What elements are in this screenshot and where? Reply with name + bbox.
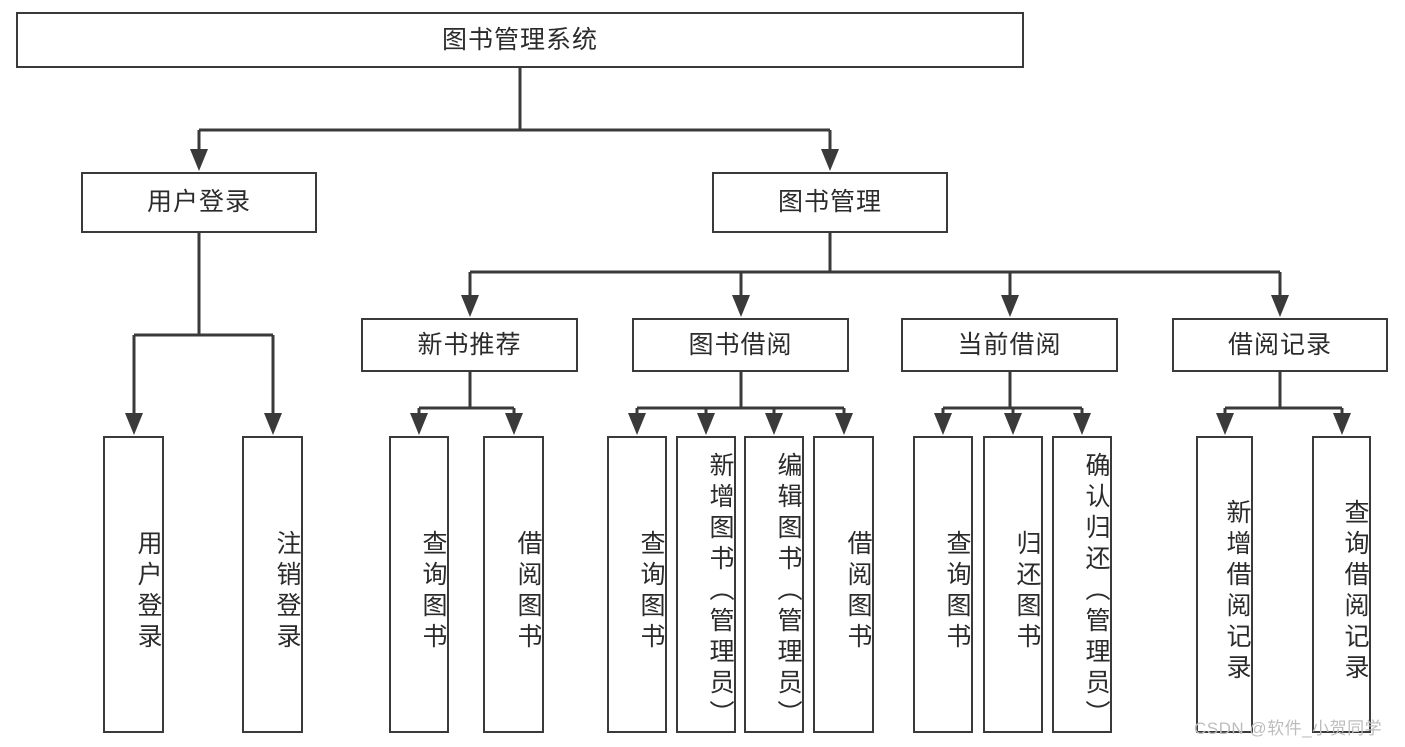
node-newbook[interactable]: 新书推荐 [361,318,578,372]
node-root[interactable]: 图书管理系统 [16,12,1024,68]
node-leaf-re-q[interactable]: 查询借阅记录 [1312,436,1371,733]
node-label: 归还图书 [1013,529,1041,654]
node-label: 编辑图书（管理员） [774,452,802,731]
node-leaf-cu-r[interactable]: 归还图书 [983,436,1043,733]
node-label: 新增图书（管理员） [706,452,734,731]
node-label: 查询图书 [637,529,665,654]
arrowhead-icon [461,295,479,317]
node-bookmgmt[interactable]: 图书管理 [712,172,948,233]
arrowhead-icon [410,413,428,435]
arrowhead-icon [697,413,715,435]
node-label: 当前借阅 [957,330,1062,359]
node-label: 借阅图书 [514,529,542,654]
node-leaf-bo-e[interactable]: 编辑图书（管理员） [744,436,804,733]
node-borrow[interactable]: 图书借阅 [632,318,849,372]
node-label: 借阅记录 [1227,330,1332,359]
node-label: 查询图书 [419,529,447,654]
node-label: 确认归还（管理员） [1082,452,1110,731]
node-label: 注销登录 [273,529,301,654]
arrowhead-icon [125,413,143,435]
arrowhead-icon [264,413,282,435]
node-leaf-nb-b[interactable]: 借阅图书 [483,436,544,733]
node-label: 图书借阅 [688,330,793,359]
node-records[interactable]: 借阅记录 [1172,318,1388,372]
node-leaf-bo-a[interactable]: 新增图书（管理员） [676,436,736,733]
arrowhead-icon [835,413,853,435]
arrowhead-icon [1271,295,1289,317]
node-leaf-cu-c[interactable]: 确认归还（管理员） [1052,436,1112,733]
node-label: 新增借阅记录 [1223,498,1251,685]
node-leaf-bo-q[interactable]: 查询图书 [607,436,667,733]
node-label: 查询借阅记录 [1341,498,1369,685]
node-leaf-bo-b[interactable]: 借阅图书 [813,436,874,733]
node-label: 新书推荐 [417,330,522,359]
arrowhead-icon [765,413,783,435]
node-leaf-logout[interactable]: 注销登录 [242,436,303,733]
arrowhead-icon [1216,413,1234,435]
node-login[interactable]: 用户登录 [81,172,317,233]
arrowhead-icon [505,413,523,435]
node-label: 用户登录 [134,529,162,654]
arrowhead-icon [190,149,208,171]
node-label: 借阅图书 [844,529,872,654]
arrowhead-icon [821,149,839,171]
arrowhead-icon [1073,413,1091,435]
node-label: 图书管理系统 [441,25,598,54]
arrowhead-icon [1004,413,1022,435]
arrowhead-icon [628,413,646,435]
node-label: 查询图书 [943,529,971,654]
watermark: CSDN @软件_小贺同学 [1194,719,1383,738]
node-leaf-cu-q[interactable]: 查询图书 [913,436,973,733]
arrowhead-icon [1001,295,1019,317]
arrowhead-icon [1333,413,1351,435]
node-leaf-nb-q[interactable]: 查询图书 [389,436,449,733]
arrowhead-icon [934,413,952,435]
node-label: 图书管理 [777,188,882,217]
node-leaf-login[interactable]: 用户登录 [103,436,164,733]
arrowhead-icon [732,295,750,317]
node-label: 用户登录 [146,188,251,217]
node-leaf-re-a[interactable]: 新增借阅记录 [1196,436,1253,733]
node-current[interactable]: 当前借阅 [901,318,1118,372]
